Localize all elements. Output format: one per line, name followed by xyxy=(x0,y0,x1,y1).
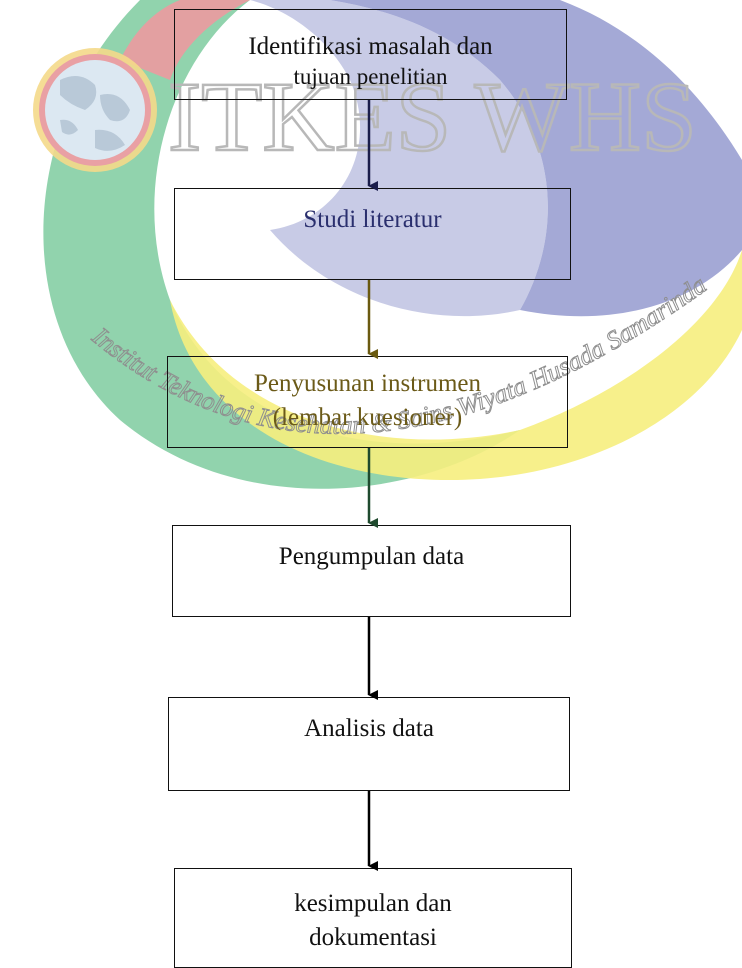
step-studi-literatur: Studi literatur xyxy=(174,188,571,280)
red-arc xyxy=(120,0,250,80)
step-identifikasi-line-1: Identifikasi masalah dan xyxy=(248,33,493,60)
green-arc xyxy=(43,0,521,489)
step-analisis-label: Analisis data xyxy=(304,715,434,742)
step-identifikasi: Identifikasi masalah dan tujuan peneliti… xyxy=(174,9,567,100)
step-penyusunan-instrumen: Penyusunan instrumen (lembar kuesioner) xyxy=(167,356,568,448)
step-kesimpulan-line-2: dokumentasi xyxy=(309,924,437,951)
step-studi-literatur-label: Studi literatur xyxy=(303,206,442,233)
purple-arc xyxy=(330,0,742,317)
step-penyusunan-line-1: Penyusunan instrumen xyxy=(253,370,482,397)
step-penyusunan-line-2: (lembar kuesioner) xyxy=(272,404,463,431)
brand-text: ITKES WHS xyxy=(168,61,697,172)
step-kesimpulan-line-1: kesimpulan dan xyxy=(294,890,452,917)
step-pengumpulan-label: Pengumpulan data xyxy=(278,543,465,570)
yellow-arc xyxy=(170,250,742,480)
purple-arc-inner xyxy=(250,0,548,317)
globe-landmass xyxy=(60,76,130,151)
step-identifikasi-line-2: tujuan penelitian xyxy=(293,64,448,89)
